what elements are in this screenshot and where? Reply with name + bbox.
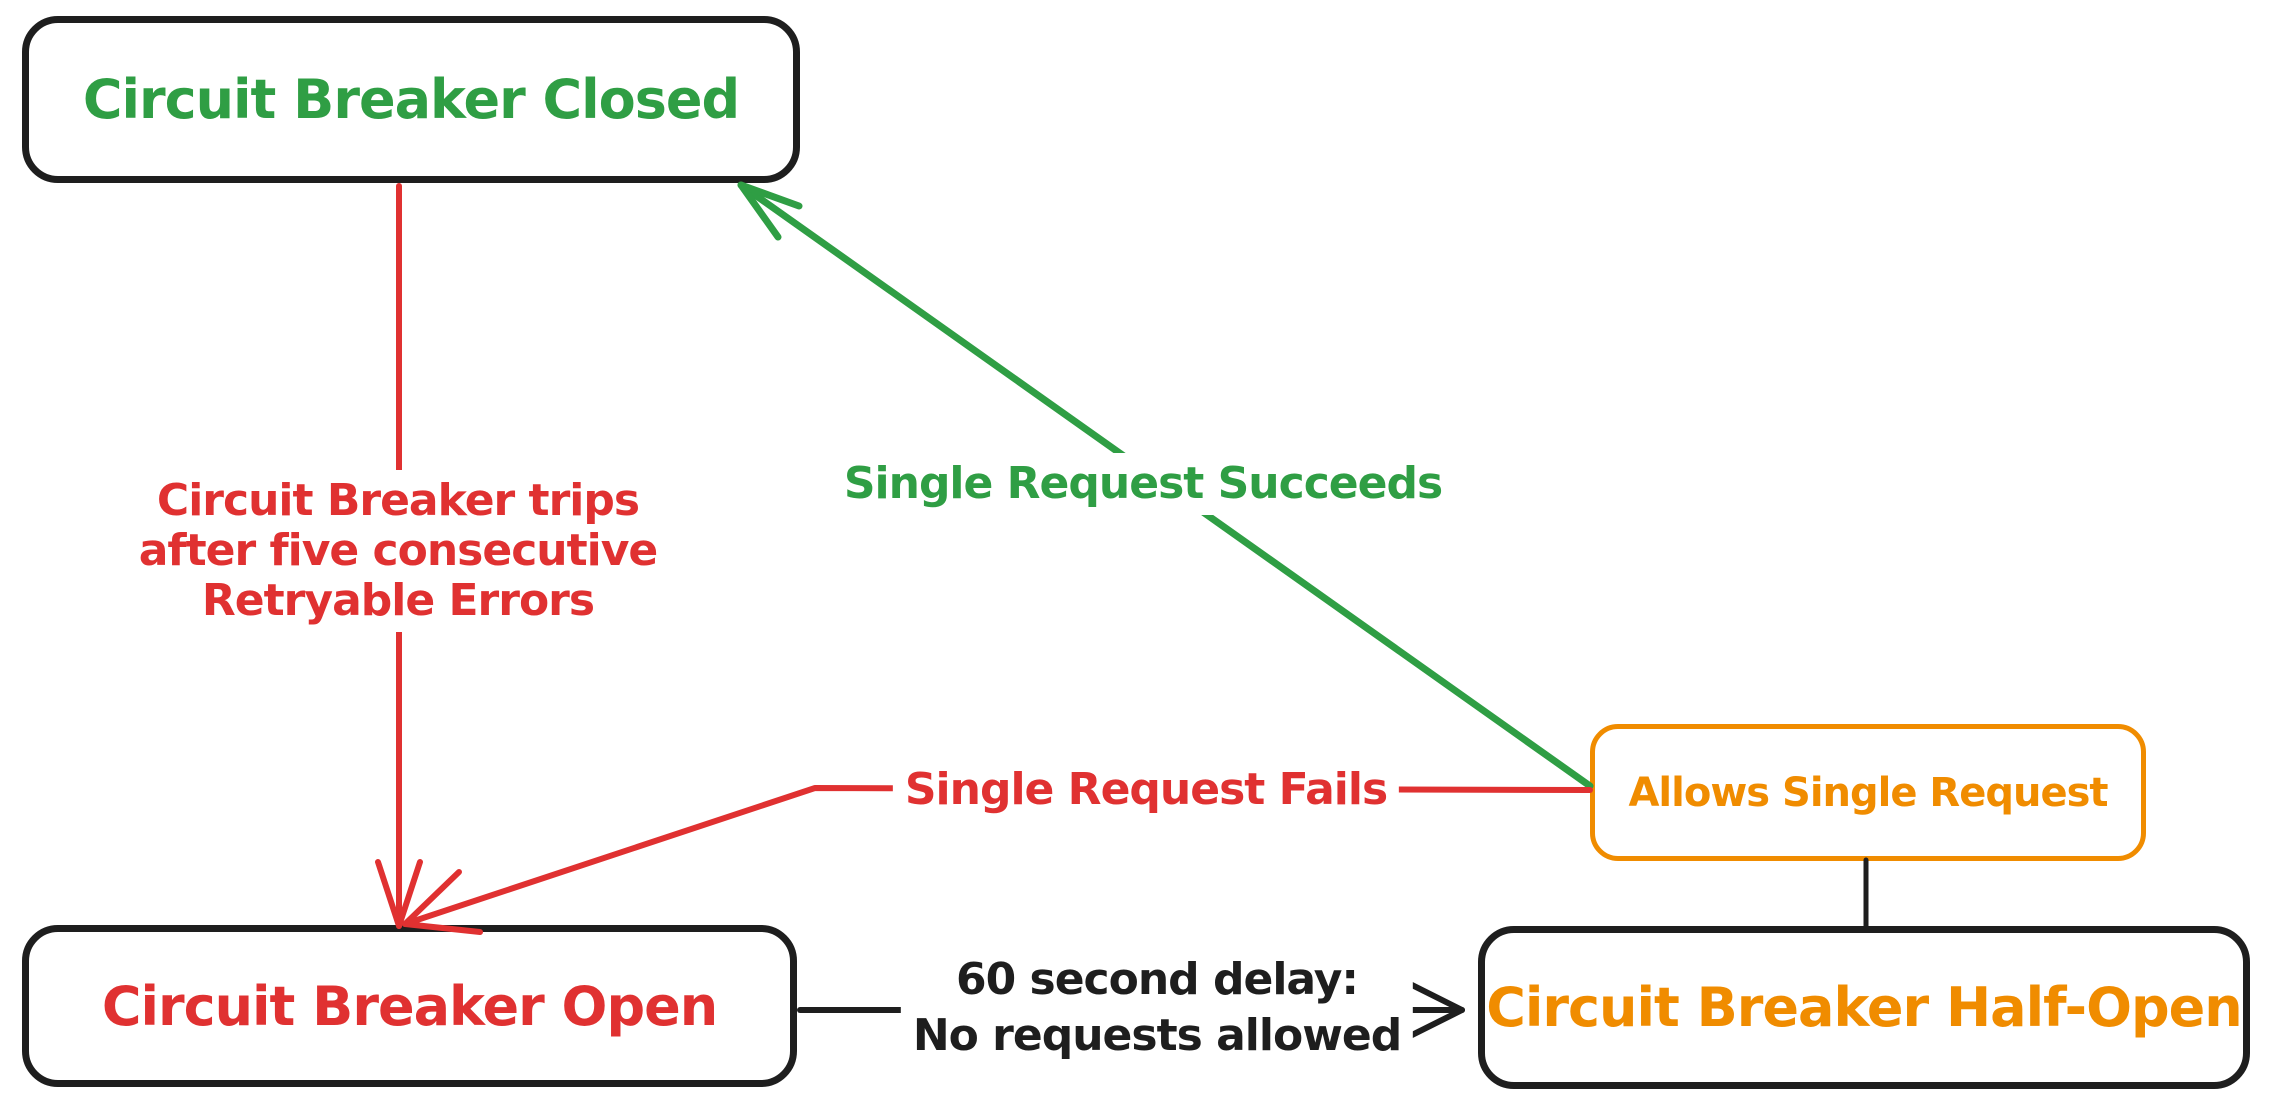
- node-circuit-breaker-open[interactable]: Circuit Breaker Open: [22, 925, 797, 1087]
- node-closed-label: Circuit Breaker Closed: [82, 68, 740, 131]
- edge-label-delay: 60 second delay: No requests allowed: [900, 946, 1414, 1070]
- node-allows-label: Allows Single Request: [1628, 769, 2108, 816]
- arrowhead-down-icon: [375, 859, 423, 929]
- node-allows-single-request[interactable]: Allows Single Request: [1590, 724, 2146, 861]
- edge-label-delay-line1: 60 second delay:: [955, 954, 1359, 1005]
- edge-label-fails: Single Request Fails: [892, 759, 1400, 821]
- arrowhead-down-left-icon: [402, 869, 483, 935]
- edge-label-trips-line1: Circuit Breaker trips: [156, 475, 640, 526]
- edge-label-trips-line3: Retryable Errors: [201, 575, 595, 626]
- edge-label-trips: Circuit Breaker trips after five consecu…: [126, 470, 670, 632]
- node-circuit-breaker-closed[interactable]: Circuit Breaker Closed: [22, 16, 800, 183]
- edge-label-trips-line2: after five consecutive: [138, 525, 659, 576]
- node-circuit-breaker-half-open[interactable]: Circuit Breaker Half-Open: [1478, 926, 2250, 1089]
- arrowhead-up-left-icon: [737, 181, 803, 241]
- edge-label-delay-line2: No requests allowed: [912, 1010, 1402, 1061]
- node-half-open-label: Circuit Breaker Half-Open: [1486, 976, 2242, 1039]
- edge-label-succeeds: Single Request Succeeds: [831, 453, 1455, 515]
- node-open-label: Circuit Breaker Open: [101, 974, 718, 1038]
